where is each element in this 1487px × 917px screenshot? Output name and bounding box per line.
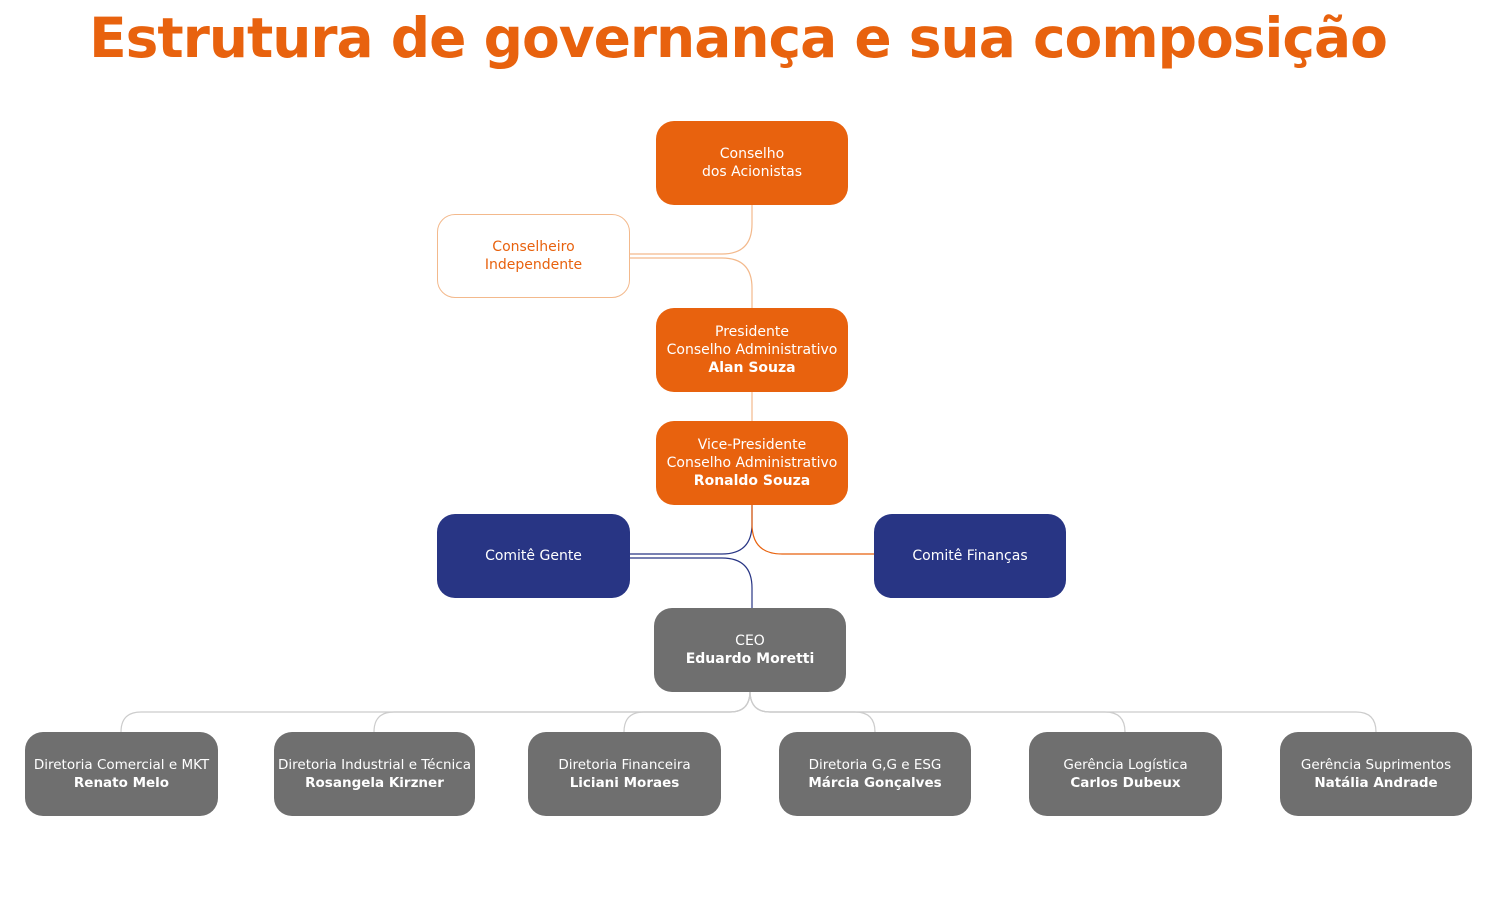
node-line: CEO: [735, 633, 765, 649]
connector-acionistas-independente: [630, 205, 753, 255]
node-line: Gerência Logística: [1063, 757, 1188, 773]
connector-vice-comite-financas: [751, 504, 874, 555]
node-line: Diretoria Industrial e Técnica: [277, 757, 471, 773]
node-vice-presidente: Vice-Presidente Conselho Administrativo …: [656, 421, 848, 505]
node-comite-gente: Comitê Gente: [437, 514, 630, 598]
node-line: Independente: [484, 257, 583, 273]
node-comite-financas: Comitê Finanças: [874, 514, 1066, 598]
node-line: Diretoria Financeira: [558, 757, 691, 773]
node-line: Comitê Gente: [485, 548, 582, 564]
node-ceo: CEO Eduardo Moretti: [654, 608, 846, 692]
node-line: dos Acionistas: [701, 164, 803, 180]
node-gerencia-logistica: Gerência Logística Carlos Dubeux: [1029, 732, 1222, 816]
node-person-name: Carlos Dubeux: [1070, 775, 1181, 791]
connector-vice-comite-gente: [630, 504, 753, 555]
node-line: Conselho Administrativo: [666, 455, 838, 471]
node-conselho-acionistas: Conselho dos Acionistas: [656, 121, 848, 205]
node-person-name: Renato Melo: [73, 775, 170, 791]
node-line: Comitê Finanças: [912, 548, 1028, 564]
node-director-comercial: Diretoria Comercial e MKT Renato Melo: [25, 732, 218, 816]
node-line: Diretoria Comercial e MKT: [33, 757, 210, 773]
node-gerencia-suprimentos: Gerência Suprimentos Natália Andrade: [1280, 732, 1472, 816]
connector-comite-gente-ceo: [630, 557, 753, 608]
node-person-name: Eduardo Moretti: [685, 651, 815, 667]
node-line: Diretoria G,G e ESG: [808, 757, 942, 773]
node-line: Presidente: [715, 324, 789, 340]
node-person-name: Alan Souza: [708, 360, 796, 376]
node-person-name: Natália Andrade: [1314, 775, 1438, 791]
node-person-name: Rosangela Kirzner: [305, 775, 444, 791]
node-director-industrial: Diretoria Industrial e Técnica Rosangela…: [274, 732, 475, 816]
node-line: Vice-Presidente: [697, 437, 807, 453]
node-person-name: Liciani Moraes: [569, 775, 680, 791]
node-director-ggesg: Diretoria G,G e ESG Márcia Gonçalves: [779, 732, 971, 816]
node-line: Conselheiro: [492, 239, 575, 255]
connector-independente-presidente: [630, 257, 753, 308]
node-conselheiro-independente: Conselheiro Independente: [437, 214, 630, 298]
node-director-financeira: Diretoria Financeira Liciani Moraes: [528, 732, 721, 816]
node-person-name: Márcia Gonçalves: [808, 775, 942, 791]
connector-ceo-director-3: [623, 690, 751, 733]
node-line: Conselho: [719, 146, 785, 162]
node-line: Gerência Suprimentos: [1300, 757, 1452, 773]
node-line: Conselho Administrativo: [666, 342, 838, 358]
page-title: Estrutura de governança e sua composição: [89, 6, 1388, 70]
node-presidente: Presidente Conselho Administrativo Alan …: [656, 308, 848, 392]
connector-ceo-director-6: [749, 690, 1377, 733]
node-person-name: Ronaldo Souza: [693, 473, 811, 489]
